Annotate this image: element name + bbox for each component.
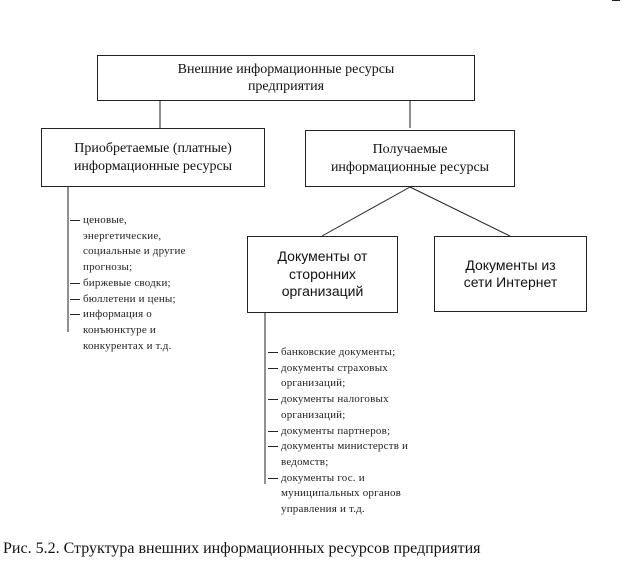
list-item: банковские документы; [268, 345, 451, 361]
figure-caption: Рис. 5.2. Структура внешних информационн… [3, 540, 481, 557]
paid-resources-label: Приобретаемые (платные) информационные р… [73, 141, 233, 174]
docs-internet-box: Документы из сети Интернет [434, 236, 587, 312]
root-label: Внешние информационные ресурсы предприят… [177, 61, 395, 95]
connector-right-docs-external [321, 186, 411, 237]
docs-external-box: Документы от сторонних организаций [247, 236, 398, 313]
connector-right-docs-internet [409, 186, 511, 237]
received-resources-label: Получаемые информационные ресурсы [330, 142, 490, 175]
external-items-list: банковские документы; документы страховы… [268, 345, 451, 518]
list-item: документы страховых организаций; [268, 361, 451, 392]
corner-mark [612, 0, 620, 1]
list-item: документы партнеров; [268, 424, 451, 440]
docs-internet-label: Документы из сети Интернет [463, 256, 558, 291]
list-item: информация о конъюнктуре и конкурентах и… [70, 307, 233, 354]
paid-items-list: ценовые, энергетические, социальные и др… [70, 213, 233, 354]
docs-external-label: Документы от сторонних организаций [277, 248, 368, 300]
root-box: Внешние информационные ресурсы предприят… [97, 55, 475, 101]
list-item: документы гос. и муниципальных органов у… [268, 471, 451, 518]
list-item: документы налоговых организаций; [268, 392, 451, 423]
list-item: ценовые, энергетические, социальные и др… [70, 213, 233, 276]
received-resources-box: Получаемые информационные ресурсы [305, 130, 515, 187]
list-item: документы министерств и ведомств; [268, 439, 451, 470]
list-item: биржевые сводки; [70, 276, 233, 292]
paid-resources-box: Приобретаемые (платные) информационные р… [41, 128, 265, 187]
list-item: бюллетени и цены; [70, 292, 233, 308]
